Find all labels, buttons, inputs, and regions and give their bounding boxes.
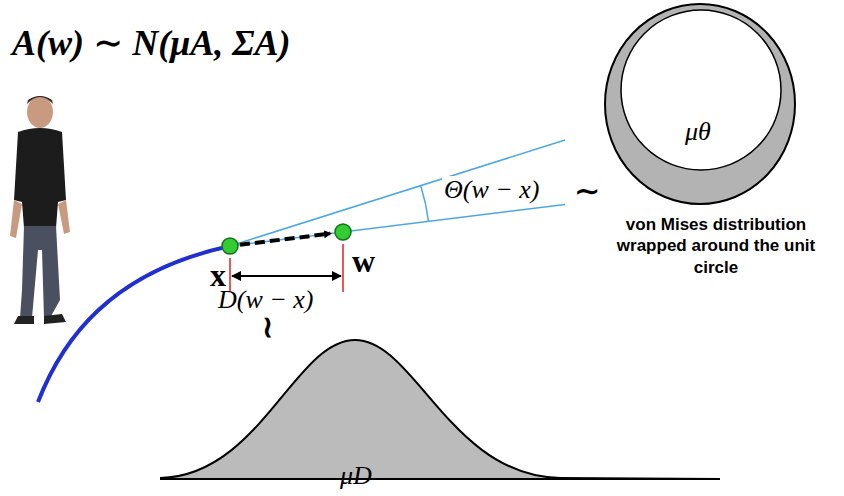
tilde: ∼ bbox=[574, 174, 601, 209]
mean-label: μD bbox=[340, 462, 372, 491]
angle-label: Θ(w − x) bbox=[442, 176, 542, 205]
von-mises-outer bbox=[605, 4, 795, 204]
gaussian-fill bbox=[160, 340, 720, 479]
point-dot bbox=[222, 238, 238, 254]
bound-line bbox=[230, 140, 565, 246]
mean-label: μθ bbox=[685, 118, 711, 147]
gaussian-curve bbox=[160, 340, 720, 479]
step-arrow bbox=[240, 234, 330, 245]
person-figure bbox=[10, 96, 70, 324]
caption-note: von Mises distribution wrapped around th… bbox=[598, 214, 834, 278]
axis-line bbox=[160, 478, 720, 480]
distance-arrow bbox=[232, 275, 341, 277]
tilde: ≀ bbox=[262, 310, 273, 343]
formula: A(w) ∼ N(μA, ΣA) bbox=[12, 24, 290, 64]
tick-line bbox=[342, 244, 344, 292]
trajectory bbox=[38, 246, 230, 402]
bound-line bbox=[230, 205, 565, 247]
angle-arc bbox=[421, 186, 429, 222]
unit-circle bbox=[621, 10, 781, 170]
point-dot bbox=[335, 224, 351, 240]
point-label: w bbox=[352, 244, 375, 279]
